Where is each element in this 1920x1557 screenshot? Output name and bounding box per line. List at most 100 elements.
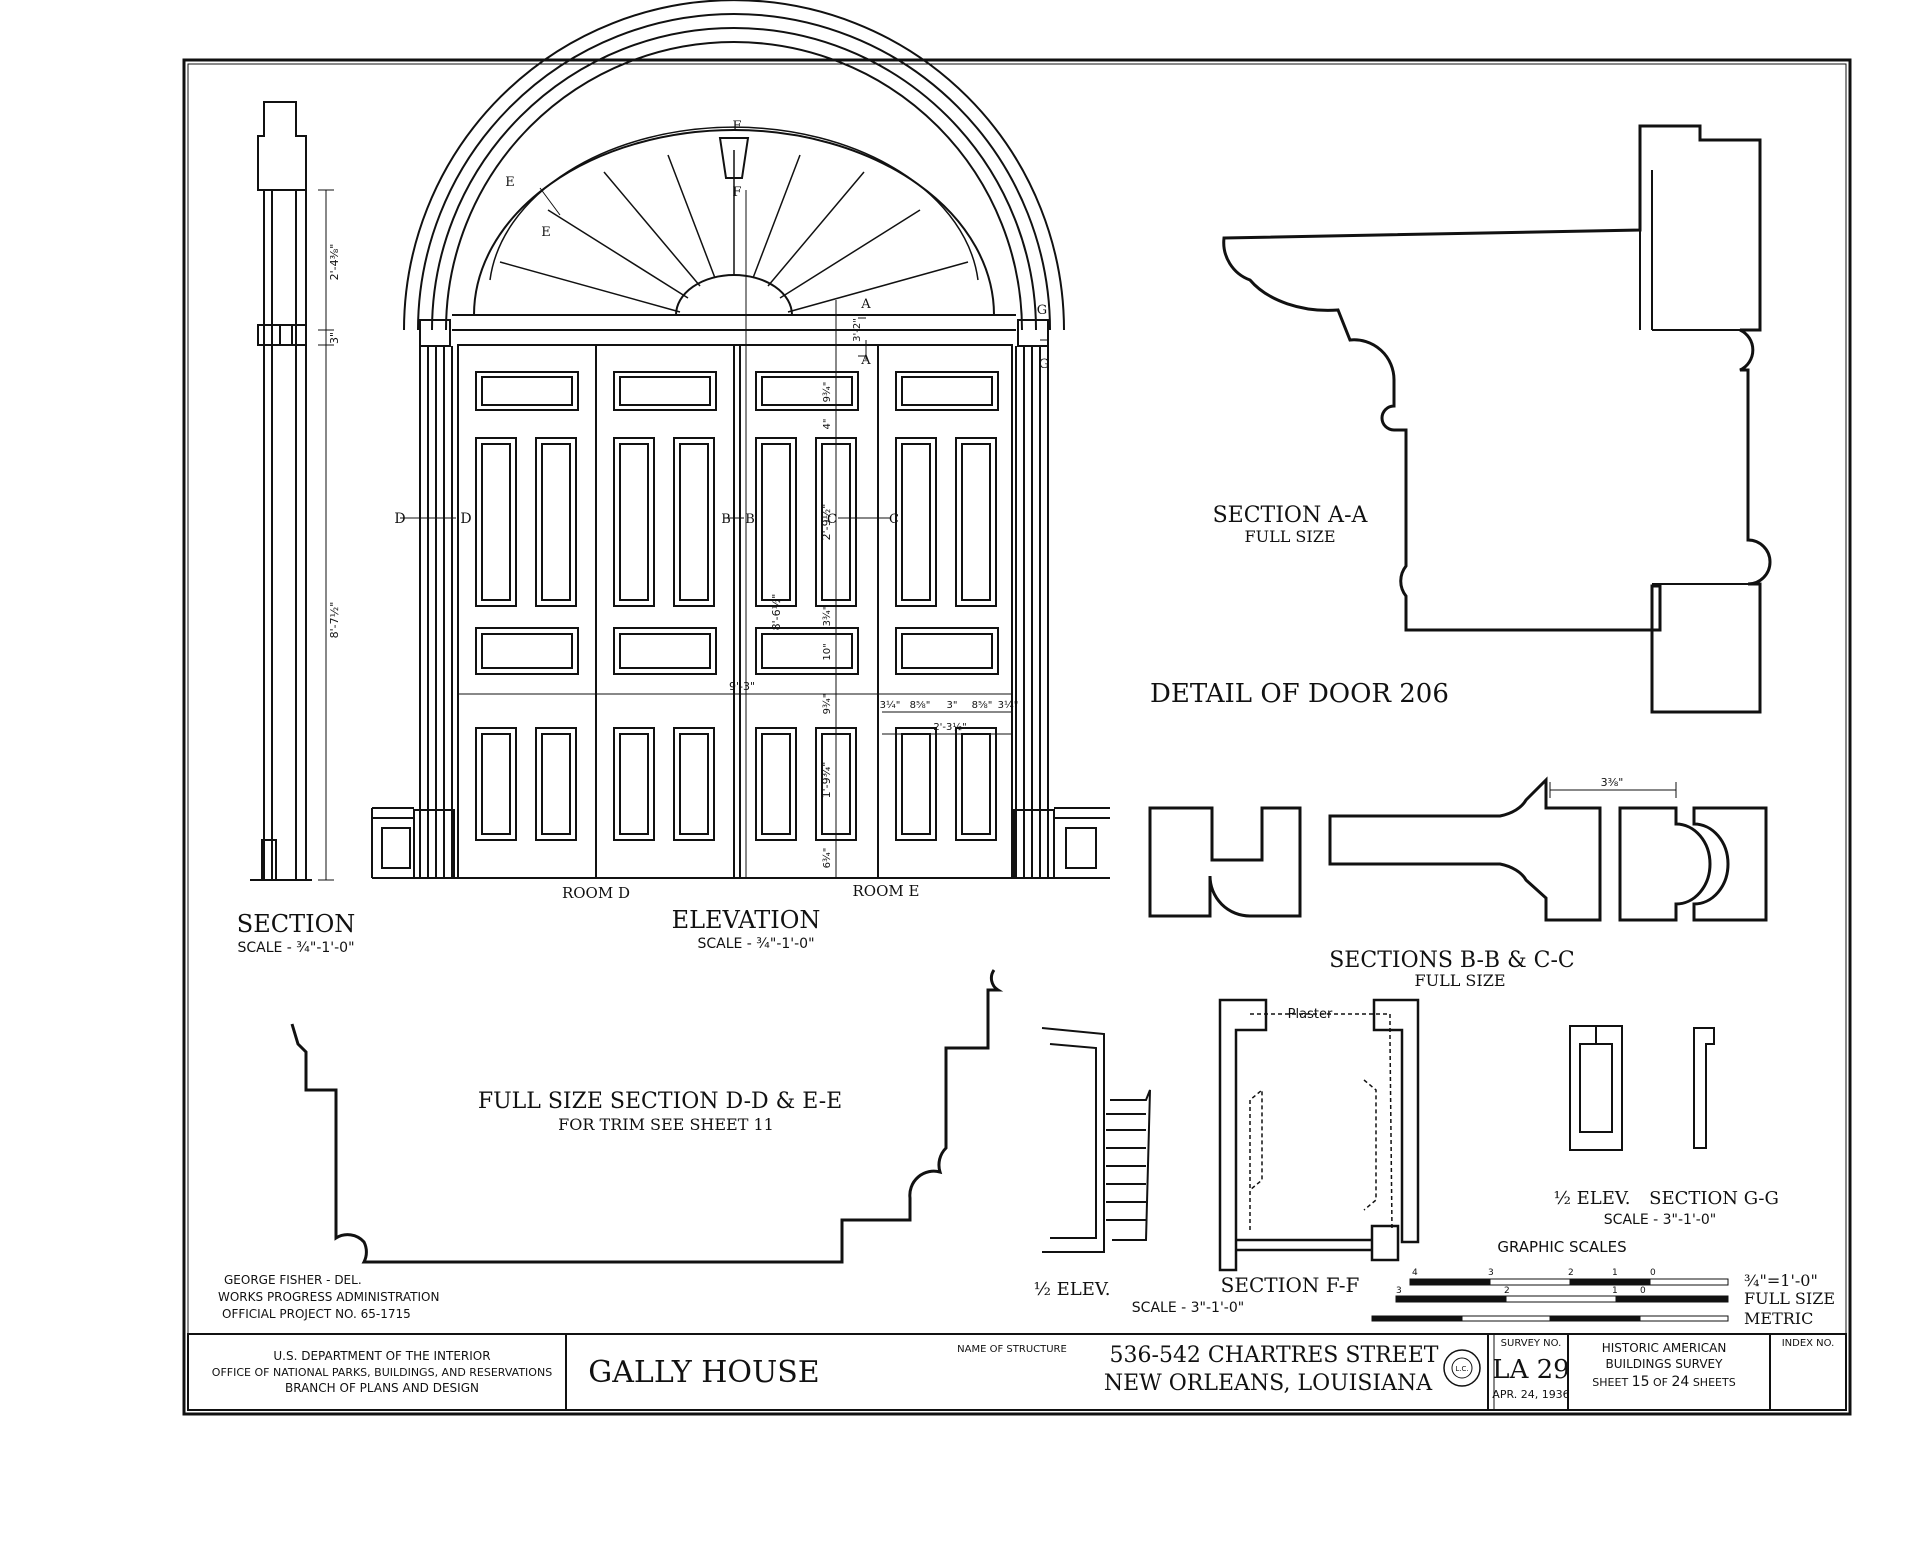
section-aa-drawing [1222, 124, 1772, 714]
elevation-dim-rail-d: 8⅝" [972, 700, 993, 711]
scale-bar1-tick-4: 4 [1412, 1268, 1418, 1278]
credits-wpa: WORKS PROGRESS ADMINISTRATION [218, 1290, 439, 1304]
section-gg-title: SECTION G-G [1649, 1188, 1779, 1209]
sheet-suffix: SHEETS [1693, 1376, 1736, 1389]
elevation-marker-e-inner: E [541, 225, 551, 240]
survey-no-label: SURVEY NO. [1501, 1338, 1562, 1349]
elevation-dim-9-3a: 9¾" [822, 382, 833, 403]
elevation-dim-4: 4" [822, 419, 833, 430]
scale-bar1-tick-3: 3 [1488, 1268, 1494, 1278]
survey-date: APR. 24, 1936 [1492, 1388, 1569, 1401]
elevation-dim-panel-1-9: 1'-9¾" [820, 762, 833, 799]
section-aa-sub: FULL SIZE [1245, 527, 1336, 546]
section-aa-title: SECTION A-A [1213, 503, 1369, 528]
half-elev-left-label: ½ ELEV. [1034, 1279, 1111, 1300]
title-block-agency2: OFFICE OF NATIONAL PARKS, BUILDINGS, AND… [212, 1366, 552, 1379]
section-left-dim-height: 8'-7½" [328, 602, 341, 639]
sheet-border [182, 58, 1852, 1416]
section-left-title: SECTION [237, 910, 356, 938]
elevation-marker-f-bottom: F [732, 185, 741, 200]
section-gg-scale: SCALE - 3"-1'-0" [1604, 1212, 1716, 1228]
scale-bar2-tick-1: 1 [1612, 1286, 1618, 1296]
elevation-marker-c-left: C [827, 512, 837, 527]
address-line2: NEW ORLEANS, LOUISIANA [1104, 1371, 1433, 1396]
title-block-agency3: BRANCH OF PLANS AND DESIGN [285, 1381, 479, 1395]
section-left-dims [318, 189, 334, 881]
structure-name: GALLY HOUSE [588, 1355, 819, 1390]
elevation-dim-rail-b: 8⅝" [910, 700, 931, 711]
sheet-of: OF [1653, 1376, 1668, 1389]
scale-bar1-label: ¾"=1'-0" [1744, 1271, 1818, 1290]
sections-bc-drawing [1148, 776, 1768, 922]
detail-title: DETAIL OF DOOR 206 [1150, 679, 1449, 709]
elevation-dim-lines [400, 187, 1048, 878]
title-block-agency1: U.S. DEPARTMENT OF THE INTERIOR [273, 1349, 490, 1363]
elevation-dim-rail-total: 2'-3½" [933, 721, 966, 733]
elevation-room-d: ROOM D [562, 884, 630, 902]
elevation-dim-top-3-2: 3'-2" [852, 318, 863, 342]
credits-delineator: GEORGE FISHER - DEL. [224, 1273, 362, 1287]
section-left-drawing [250, 101, 312, 881]
elevation-dim-3-3: 3¾" [822, 606, 833, 627]
elevation-marker-a-bottom: A [860, 353, 871, 368]
elevation-arch [403, 0, 1065, 347]
elevation-marker-c-right: C [889, 512, 899, 527]
elevation-title: ELEVATION [672, 906, 821, 934]
elevation-dim-9-3b: 9¾" [822, 694, 833, 715]
seal-stamp [1443, 1349, 1481, 1387]
elevation-marker-b-right: B [745, 512, 755, 527]
section-de-title: FULL SIZE SECTION D-D & E-E [478, 1089, 842, 1114]
index-no-label: INDEX NO. [1782, 1338, 1835, 1349]
section-gg-half-elev: ½ ELEV. [1554, 1188, 1631, 1209]
seal-stamp-text: L.C. [1455, 1365, 1468, 1373]
sheet-prefix: SHEET [1592, 1376, 1628, 1389]
section-ff-plaster: Plaster [1288, 1007, 1333, 1022]
section-de-sub: FOR TRIM SEE SHEET 11 [558, 1115, 774, 1134]
sheet-count: SHEET 15 OF 24 SHEETS [1592, 1374, 1735, 1390]
scale-bar1-tick-2: 2 [1568, 1268, 1574, 1278]
scale-bar2-tick-0: 0 [1640, 1286, 1646, 1296]
sections-bc-title: SECTIONS B-B & C-C [1329, 948, 1575, 973]
elevation-dim-rail-c: 3" [947, 700, 958, 711]
elevation-marker-g-bottom: G [1039, 357, 1049, 372]
elevation-dim-10: 10" [822, 643, 833, 660]
scale-bar3-label: METRIC [1744, 1309, 1813, 1328]
section-de-drawing [290, 969, 1004, 1264]
scale-bar1-tick-0: 0 [1650, 1268, 1656, 1278]
sections-bc-dim [1549, 782, 1677, 798]
section-ff-title: SECTION F-F [1221, 1273, 1360, 1297]
scale-bar2-label: FULL SIZE [1744, 1289, 1835, 1308]
habs-line1: HISTORIC AMERICAN [1602, 1341, 1727, 1355]
elevation-marker-a-top: A [860, 297, 871, 312]
graphic-scale-bars [1371, 1278, 1729, 1322]
elevation-marker-d-left: D [394, 511, 405, 527]
elevation-doors [457, 344, 1013, 879]
address-line1: 536-542 CHARTRES STREET [1110, 1343, 1439, 1368]
seal-stamp-inner [1451, 1357, 1473, 1379]
elevation-dim-rail-a: 3¼" [880, 699, 901, 711]
elevation-marker-e-outer: E [505, 175, 515, 190]
elevation-dim-rail-e: 3¼" [998, 699, 1019, 711]
title-block-frame [187, 1333, 1847, 1411]
graphic-scales-title: GRAPHIC SCALES [1497, 1238, 1626, 1256]
section-ff-drawing [1218, 998, 1420, 1272]
elevation-dim-overall-width: 9'-3" [729, 680, 755, 693]
elevation-scale: SCALE - ¾"-1'-0" [697, 936, 814, 952]
half-elev-left-drawing [1041, 1027, 1151, 1253]
structure-name-label: NAME OF STRUCTURE [957, 1344, 1067, 1355]
sheet-total: 24 [1672, 1374, 1690, 1390]
section-left-scale: SCALE - ¾"-1'-0" [237, 940, 354, 956]
section-gg-drawing [1569, 1025, 1715, 1151]
elevation-marker-g-top: G [1037, 303, 1047, 318]
elevation-marker-d-right: D [460, 511, 471, 527]
scale-bar2-tick-3: 3 [1396, 1286, 1402, 1296]
elevation-room-e: ROOM E [853, 882, 920, 900]
survey-no: LA 29 [1492, 1355, 1569, 1385]
sections-bc-sub: FULL SIZE [1415, 971, 1506, 990]
elevation-dim-panel-2-9: 2'-9½" [820, 504, 833, 541]
elevation-marker-b-left: B [721, 512, 731, 527]
sheet-number: 15 [1632, 1374, 1650, 1390]
scale-bar1-tick-1: 1 [1612, 1268, 1618, 1278]
section-ff-scale: SCALE - 3"-1'-0" [1132, 1300, 1244, 1316]
habs-line2: BUILDINGS SURVEY [1606, 1357, 1724, 1371]
